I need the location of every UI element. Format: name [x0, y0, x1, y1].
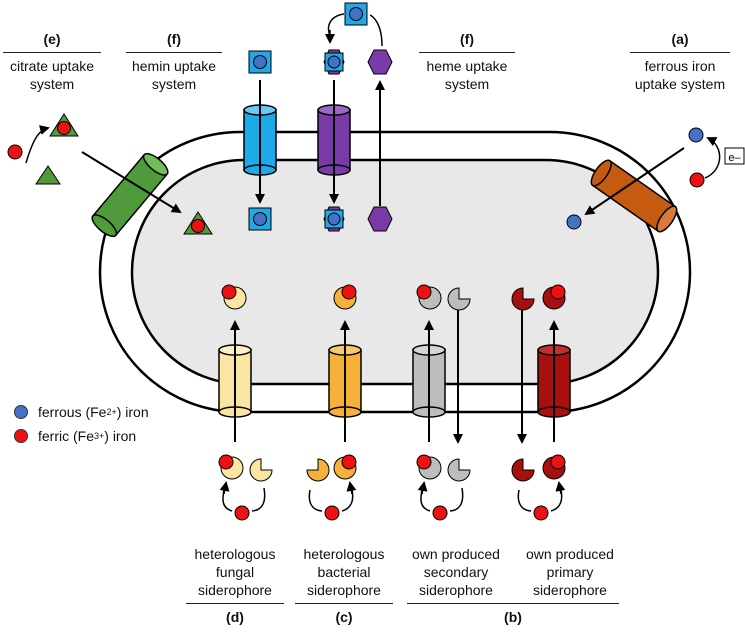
- label-citrate-uptake: (e) citrate uptake system: [2, 30, 102, 93]
- fe-citrate-complex-inside: [183, 211, 213, 235]
- primary-apo-siderophore-inside: [511, 287, 535, 311]
- legend-ferric-prefix: ferric (Fe: [38, 428, 94, 444]
- fe-citrate-complex-outside: [49, 113, 79, 137]
- legend-ferrous-sup: 2+: [106, 407, 117, 417]
- label-heme-uptake: (f) heme uptake system: [417, 30, 517, 93]
- primary-ferric-ion: [533, 505, 549, 521]
- label-d-line2: fungal: [215, 564, 255, 580]
- bacterial-ferrisiderophore-outside: [333, 454, 357, 480]
- fungal-ferrisiderophore-outside: [218, 454, 244, 480]
- legend-ferric-sup: 3+: [94, 431, 105, 441]
- citrate-uptake-channel: [91, 152, 169, 238]
- ferrous-legend-icon: [14, 405, 28, 419]
- bacterial-ferrisiderophore-inside: [333, 284, 357, 310]
- label-a-line2: uptake system: [634, 76, 726, 92]
- fungal-ferric-ion: [234, 505, 250, 521]
- ferric-legend-icon: [14, 429, 28, 443]
- ferrous-uptake-arrow: [584, 147, 685, 216]
- ferric-ion-citrate: [7, 144, 23, 160]
- label-d-line3: siderophore: [198, 582, 272, 598]
- label-f-heme-line2: system: [444, 76, 490, 92]
- label-a-letter: (a): [671, 31, 689, 47]
- label-b-primary-line1: own produced: [526, 546, 614, 562]
- label-f-heme-line1: heme uptake: [426, 58, 508, 74]
- fungal-chelation-arrowhead: [219, 481, 230, 495]
- primary-ferrisiderophore-outside: [542, 454, 566, 480]
- secondary-apo-siderophore-inside: [447, 287, 471, 311]
- secondary-ferric-ion: [432, 505, 448, 521]
- label-ferrous-uptake: (a) ferrous iron uptake system: [628, 30, 732, 93]
- label-a-line1: ferrous iron: [644, 58, 716, 74]
- label-e-letter: (e): [43, 31, 61, 47]
- label-f-hemin-line2: system: [151, 76, 197, 92]
- label-e-line1: citrate uptake: [9, 58, 95, 74]
- label-fungal-siderophore: heterologous fungal siderophore (d): [182, 545, 288, 626]
- electron-box: [724, 147, 745, 165]
- label-d-letter: (d): [226, 609, 244, 625]
- label-d-line1: heterologous: [194, 546, 276, 562]
- label-c-line2: bacterial: [317, 564, 371, 580]
- label-c-line3: siderophore: [307, 582, 381, 598]
- heme-outside: [367, 49, 393, 75]
- label-b-secondary-line3: siderophore: [419, 582, 493, 598]
- fungal-ferrisiderophore-inside: [221, 284, 247, 310]
- legend-ferrous-prefix: ferrous (Fe: [38, 404, 107, 420]
- citrate-binding-arrow: [25, 125, 50, 164]
- secondary-ferrisiderophore-inside: [416, 284, 442, 310]
- bacterial-chelation-arrowhead: [346, 481, 357, 495]
- label-f-hemin-letter: (f): [167, 31, 181, 47]
- label-c-letter: (c): [335, 609, 353, 625]
- reduction-arrow: [704, 137, 721, 179]
- secondary-chelation-arrowhead: [417, 481, 428, 495]
- legend-ferrous-suffix: ) iron: [116, 404, 149, 420]
- bacterial-apo-siderophore: [306, 458, 330, 482]
- secondary-apo-siderophore-outside: [447, 458, 471, 482]
- heme-hemin-inside: [323, 206, 345, 232]
- hemin-inside: [248, 207, 272, 231]
- primary-chelation-arrowhead: [555, 481, 566, 495]
- ferrous-ion-outside: [688, 127, 704, 143]
- label-b-secondary-line1: own produced: [412, 546, 500, 562]
- fungal-apo-siderophore: [249, 458, 273, 482]
- inner-membrane: [130, 158, 660, 386]
- label-e-line2: system: [29, 76, 75, 92]
- label-c-line1: heterologous: [303, 546, 385, 562]
- heme-inside: [367, 206, 393, 232]
- ferrous-ion-inside: [566, 214, 582, 230]
- label-f-heme-letter: (f): [460, 31, 474, 47]
- ferrous-uptake-channel: [590, 159, 678, 233]
- label-b-primary-line3: siderophore: [533, 582, 607, 598]
- label-b-secondary-line2: secondary: [423, 564, 489, 580]
- electron-label: e–: [728, 152, 741, 164]
- heme-hemin-outside: [323, 49, 345, 75]
- primary-ferrisiderophore-inside: [542, 284, 566, 310]
- citrate-uptake-arrow: [81, 151, 182, 214]
- hemin-outside: [248, 50, 272, 74]
- ferric-ion-outside: [689, 172, 705, 188]
- label-hemin-uptake: (f) hemin uptake system: [124, 30, 224, 93]
- heme-loading-arrow: [327, 13, 383, 47]
- label-bacterial-siderophore: heterologous bacterial siderophore (c): [291, 545, 397, 626]
- label-b-primary-line2: primary: [546, 564, 594, 580]
- label-own-siderophores: own produced secondary siderophore own p…: [403, 545, 623, 626]
- bacterial-ferric-ion: [324, 505, 340, 521]
- label-f-hemin-line1: hemin uptake: [131, 58, 217, 74]
- hemin-heme-exchange: [344, 2, 368, 26]
- legend-ferric-suffix: ) iron: [104, 428, 137, 444]
- primary-apo-siderophore-outside: [511, 458, 535, 482]
- secondary-ferrisiderophore-outside: [416, 454, 442, 480]
- citrate-ligand: [35, 165, 61, 185]
- label-b-letter: (b): [504, 609, 522, 625]
